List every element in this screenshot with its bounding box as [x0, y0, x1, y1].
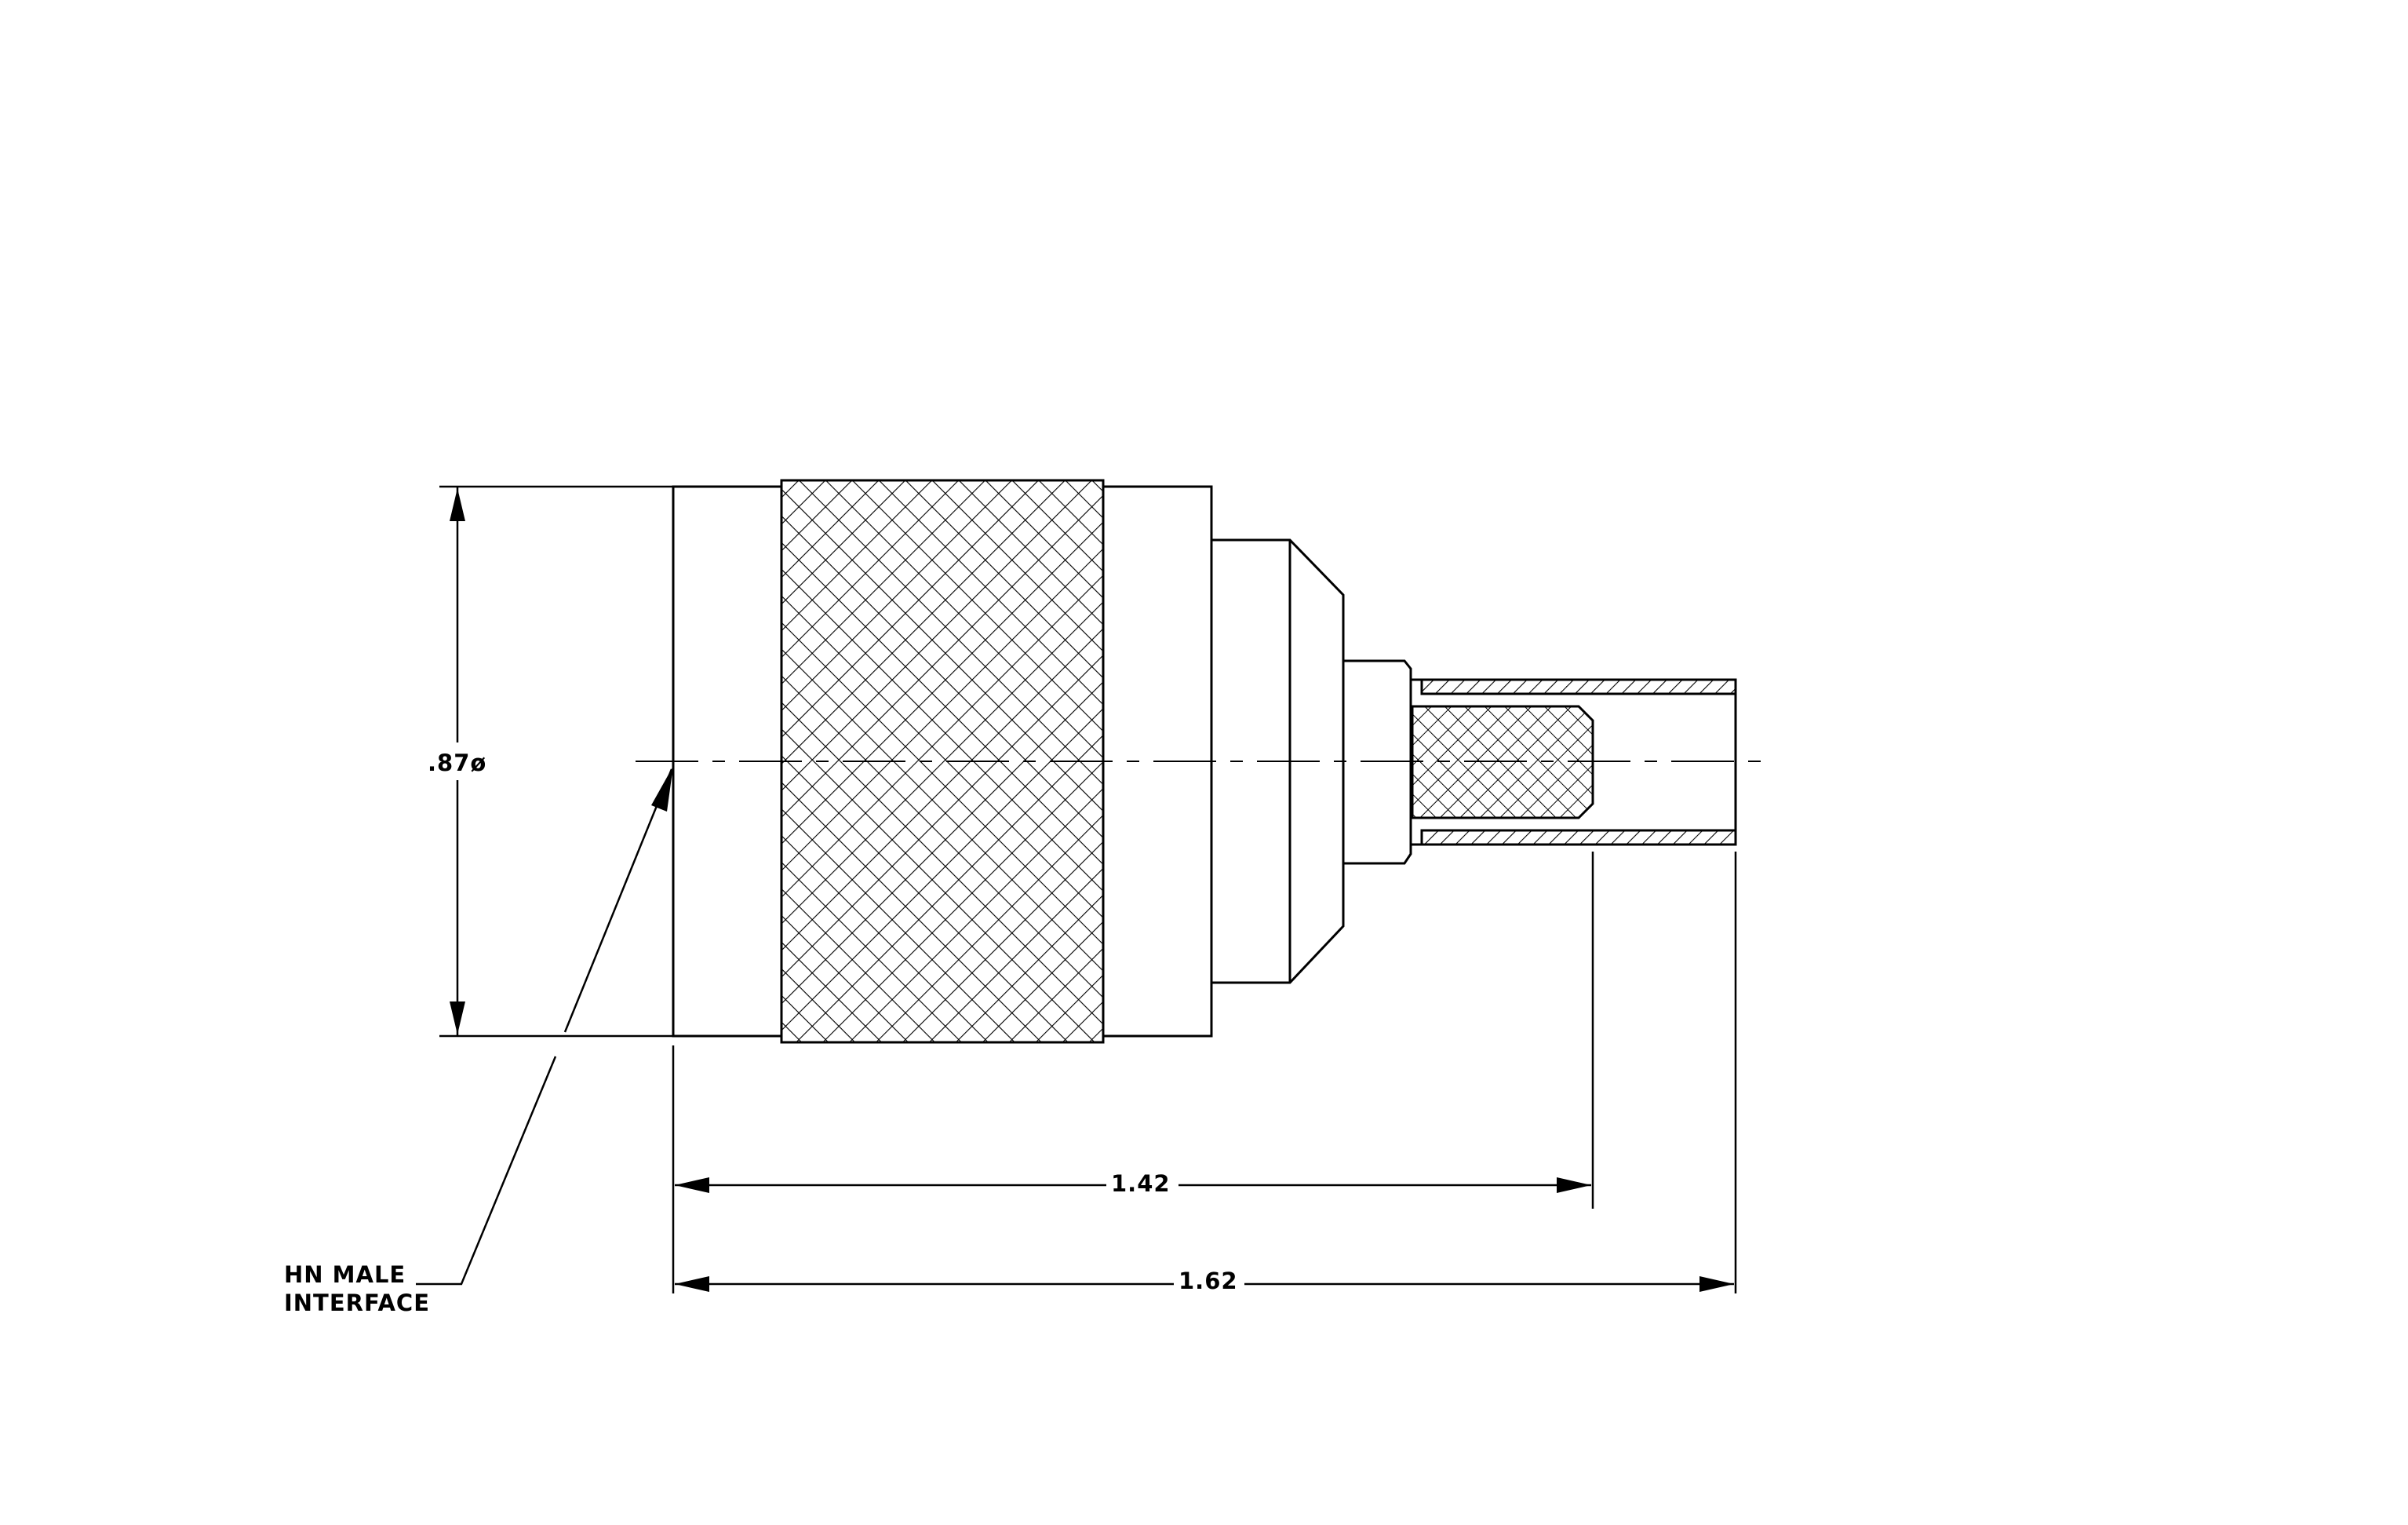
neck [1342, 659, 1412, 865]
callout-leader-lower [416, 1056, 557, 1286]
sleeve-step-top [1411, 678, 1423, 694]
ferrule-wall-bottom [1420, 829, 1737, 846]
length-long-label: 1.62 [1174, 1270, 1243, 1293]
short-dim-arrow-left [675, 1177, 709, 1193]
diameter-arrow-top [450, 488, 465, 521]
long-dim-arrow-right [1699, 1276, 1734, 1292]
long-dim-arrow-left [675, 1276, 709, 1292]
connector-body [672, 479, 1737, 1044]
callout-arrow [651, 766, 673, 812]
callout-label-line1: HN MALE [284, 1261, 406, 1288]
callout-leader-upper [563, 768, 673, 1033]
callout-label-line2: INTERFACE [284, 1290, 431, 1316]
diameter-arrow-bottom [450, 1001, 465, 1034]
dimension-lines [416, 485, 1737, 1293]
ferrule-wall-top [1420, 678, 1737, 695]
diameter-label: .87ø [428, 750, 487, 776]
short-dim-arrow-right [1557, 1177, 1591, 1193]
sleeve-step-bottom [1411, 830, 1423, 846]
knurled-nut [780, 479, 1105, 1044]
length-short-label: 1.42 [1106, 1173, 1175, 1195]
